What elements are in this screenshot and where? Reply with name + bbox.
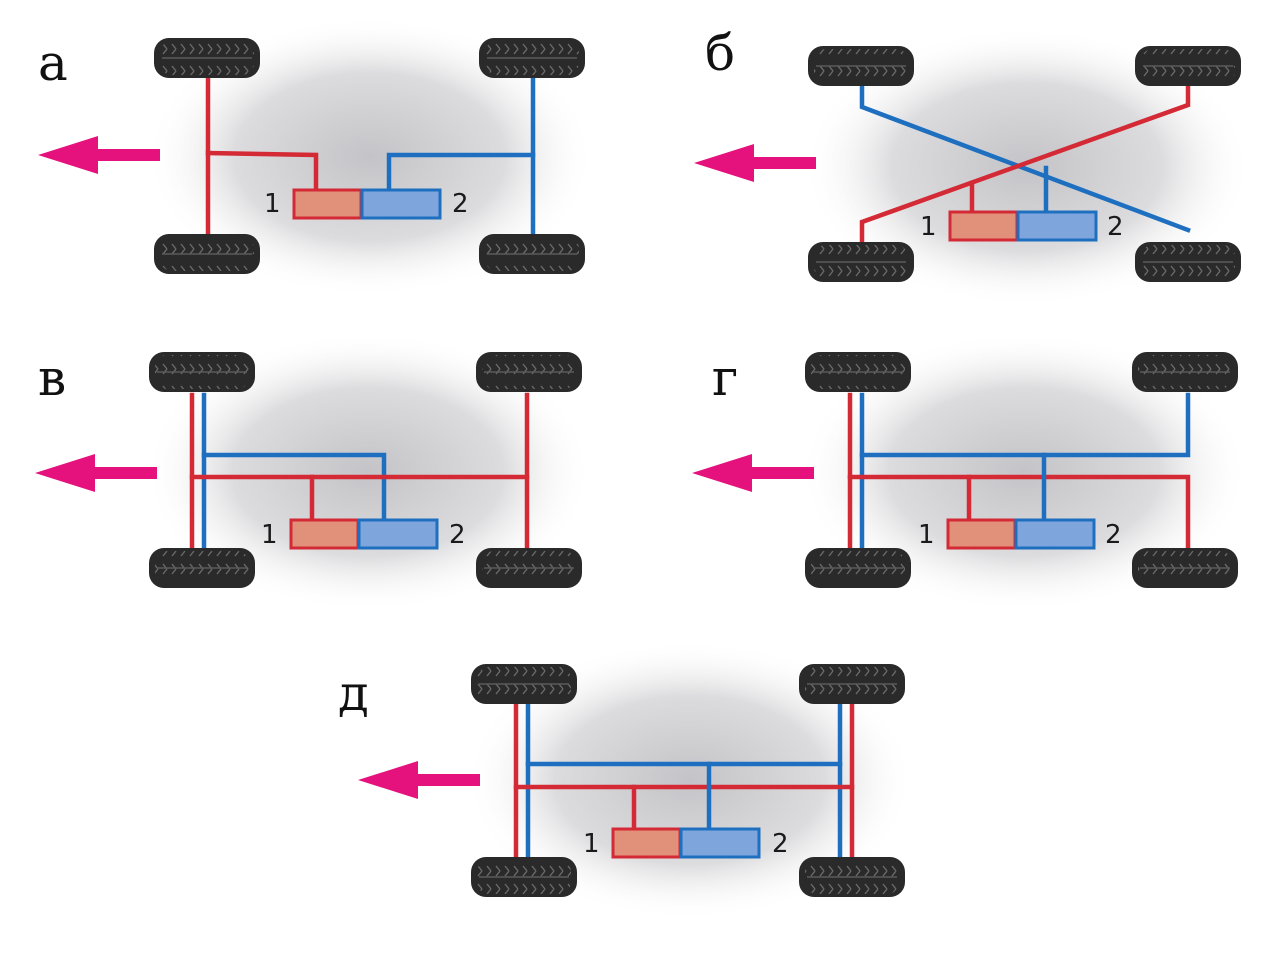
master-cylinder	[948, 210, 1098, 242]
tyre-icon	[476, 352, 582, 392]
cylinder-section-1	[289, 518, 360, 550]
scheme-b	[694, 27, 1252, 307]
circuit-2-feed	[386, 152, 536, 193]
tyre-icon	[479, 234, 585, 274]
tyre-icon	[476, 548, 582, 588]
scheme-v	[35, 332, 593, 612]
cylinder-section-2	[357, 518, 439, 550]
cylinder-section-2	[679, 827, 761, 859]
circuit-1-diagonal	[859, 84, 1191, 243]
tyre-icon	[805, 548, 911, 588]
tyre-icon	[805, 352, 911, 392]
tyre-icon	[1135, 242, 1241, 282]
tyre-icon	[808, 46, 914, 86]
master-cylinder	[289, 518, 439, 550]
scheme-b-circuit-1-label: 1	[920, 212, 937, 242]
scheme-g-letter: г	[712, 349, 738, 407]
scheme-a-letter: а	[38, 34, 68, 92]
tyre-icon	[1132, 352, 1238, 392]
scheme-v-circuit-1-label: 1	[261, 520, 278, 550]
cylinder-section-2	[1014, 518, 1096, 550]
scheme-a-circuit-2-label: 2	[452, 189, 469, 219]
cylinder-section-1	[292, 188, 363, 220]
tyre-icon	[471, 857, 577, 897]
master-cylinder	[611, 827, 761, 859]
circuit-2-feed	[201, 452, 387, 523]
tyre-icon	[149, 352, 255, 392]
circuit-1-crossbar	[847, 474, 1191, 551]
scheme-b-letter: б	[705, 24, 735, 82]
scheme-d-circuit-1-label: 1	[583, 829, 600, 859]
master-cylinder	[292, 188, 442, 220]
car-body	[799, 332, 1249, 612]
tyre-icon	[799, 664, 905, 704]
circuit-1-feed	[205, 150, 319, 193]
tyre-icon	[154, 38, 260, 78]
tyre-icon	[471, 664, 577, 704]
scheme-g	[692, 332, 1249, 612]
tyre-icon	[799, 857, 905, 897]
scheme-d	[358, 640, 915, 920]
scheme-a-circuit-1-label: 1	[264, 189, 281, 219]
cylinder-section-1	[611, 827, 682, 859]
tyre-icon	[479, 38, 585, 78]
scheme-v-circuit-2-label: 2	[449, 520, 466, 550]
cylinder-section-1	[946, 518, 1017, 550]
cylinder-section-1	[948, 210, 1019, 242]
circuit-2-diagonal	[859, 84, 1191, 233]
cylinder-section-2	[1016, 210, 1098, 242]
tyre-icon	[1135, 46, 1241, 86]
tyre-icon	[149, 548, 255, 588]
scheme-b-circuit-2-label: 2	[1107, 212, 1124, 242]
arrow-left-icon	[358, 761, 480, 799]
car-body	[465, 640, 915, 920]
scheme-v-letter: в	[38, 349, 66, 407]
scheme-g-circuit-2-label: 2	[1105, 520, 1122, 550]
tyre-icon	[1132, 548, 1238, 588]
scheme-a	[38, 17, 595, 297]
scheme-d-circuit-2-label: 2	[772, 829, 789, 859]
tyre-icon	[808, 242, 914, 282]
arrow-left-icon	[38, 136, 160, 174]
arrow-left-icon	[694, 144, 816, 182]
scheme-d-letter: д	[338, 664, 369, 722]
scheme-g-circuit-1-label: 1	[918, 520, 935, 550]
arrow-left-icon	[692, 454, 814, 492]
master-cylinder	[946, 518, 1096, 550]
tyre-icon	[154, 234, 260, 274]
car-body	[143, 332, 593, 612]
circuit-2-crossbar	[859, 392, 1191, 458]
arrow-left-icon	[35, 454, 157, 492]
car-body	[145, 17, 595, 297]
cylinder-section-2	[360, 188, 442, 220]
